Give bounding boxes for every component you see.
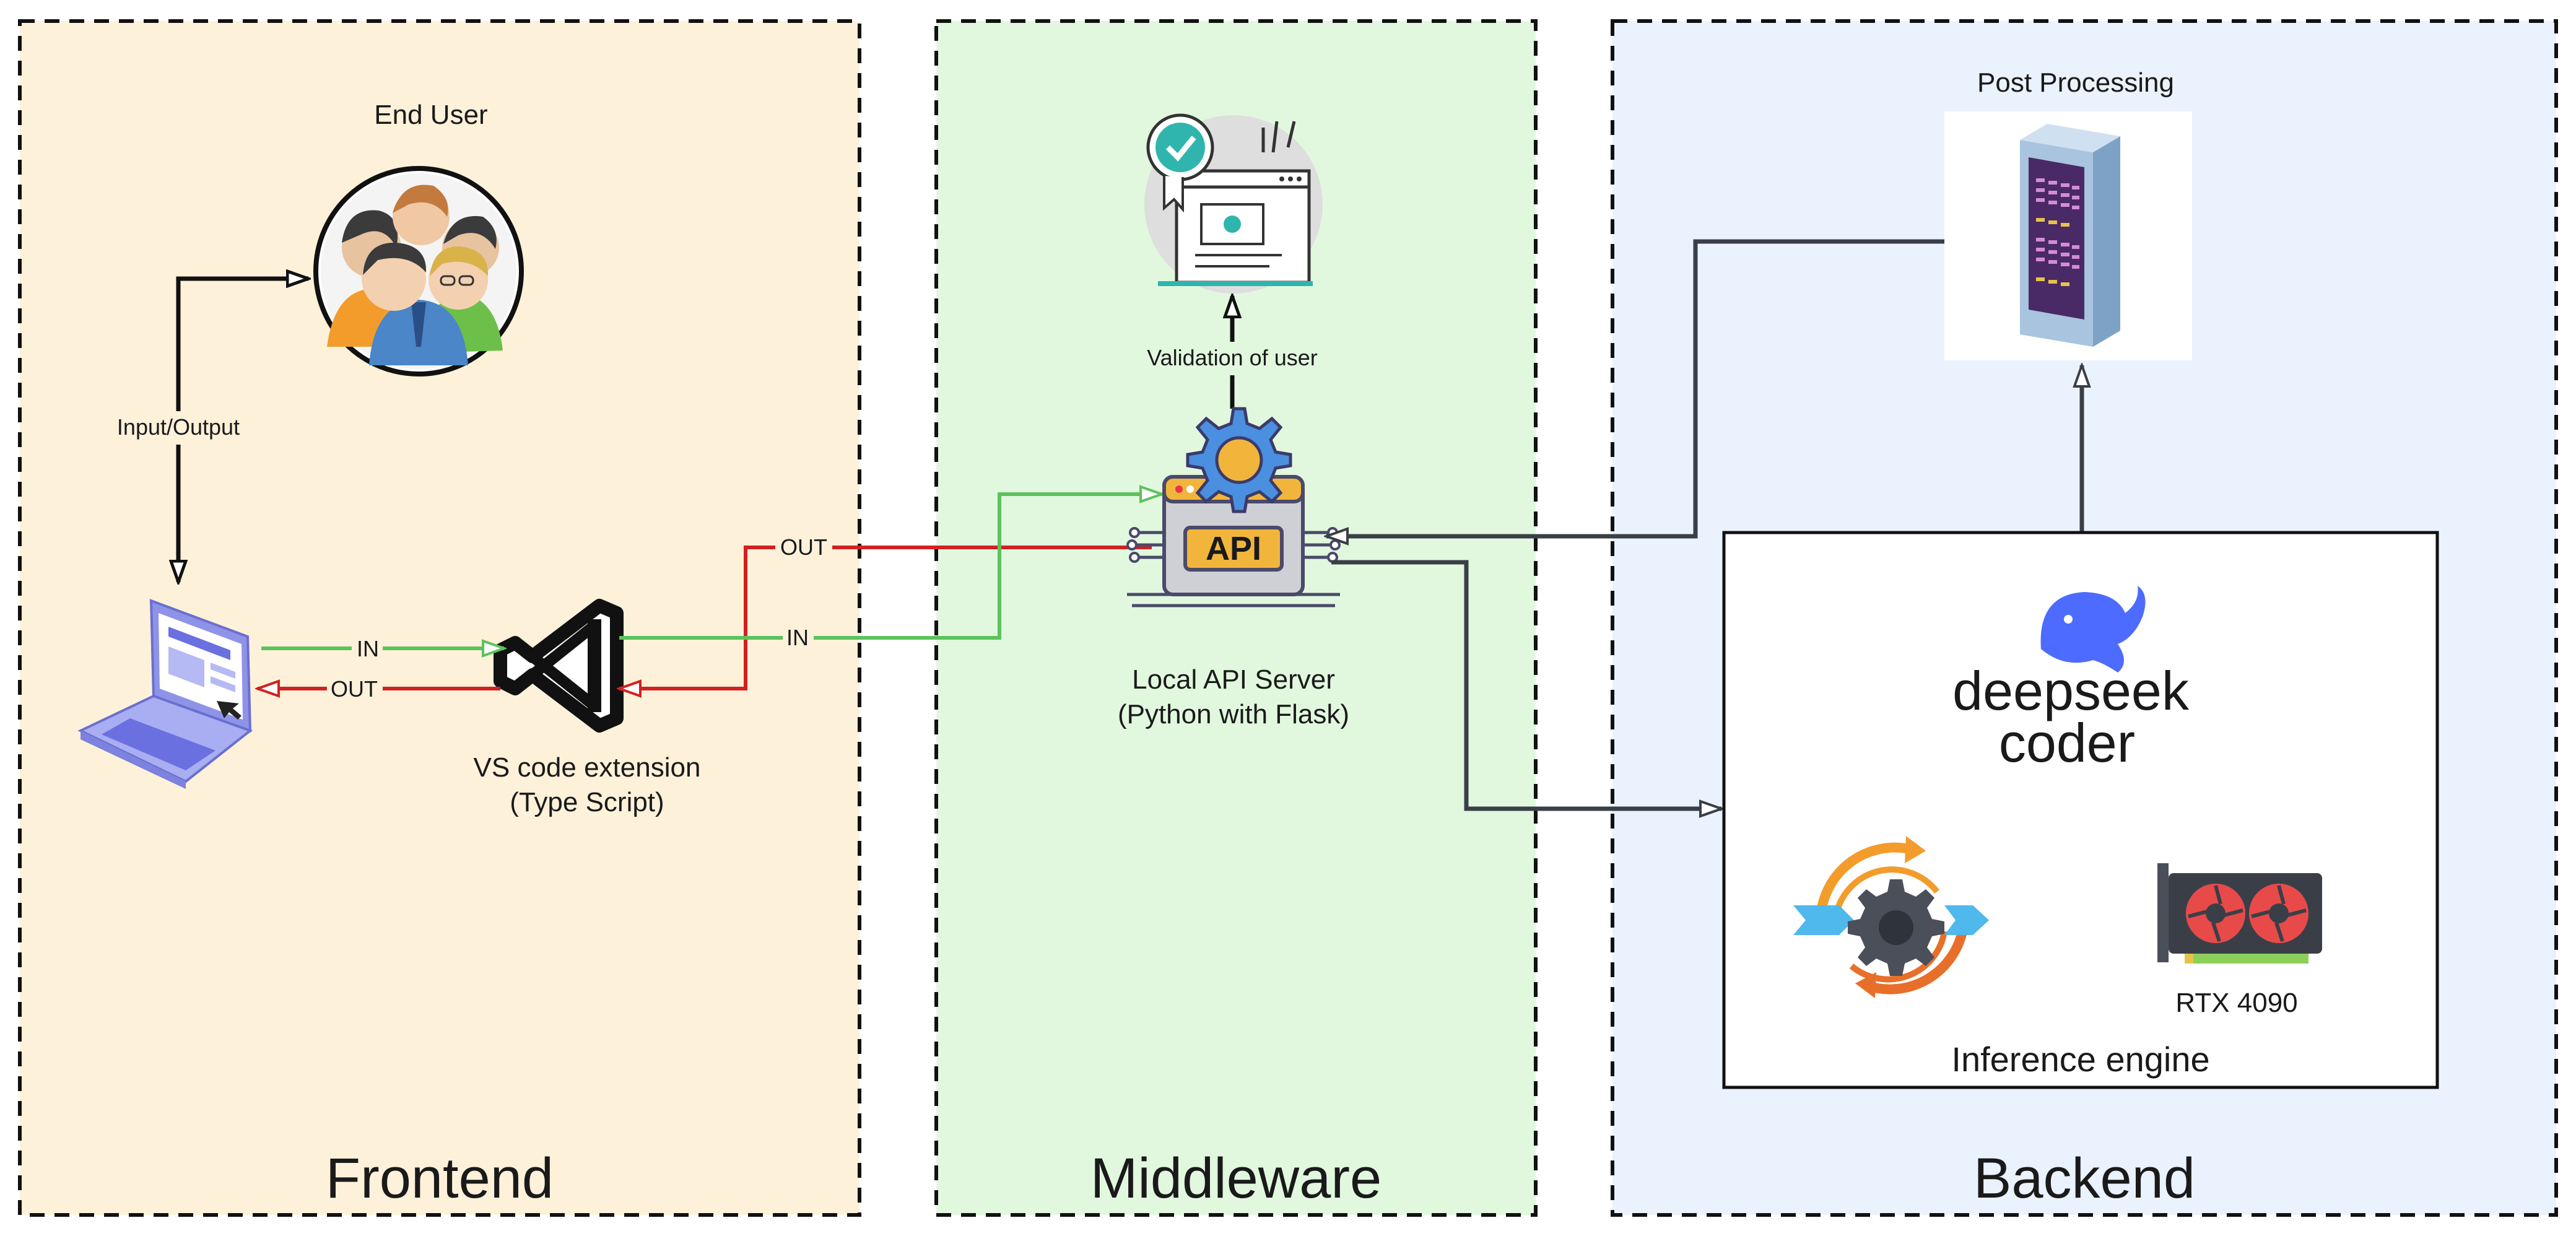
gear-icon [1186,407,1292,513]
api-to-engine-connector [1331,560,1721,809]
vscode-label-1: VS code extension [474,752,701,783]
laptop-in-connector: IN [261,635,504,661]
vscode-in-connector: IN [619,494,1162,651]
deepseek-line2: coder [1999,712,2135,773]
end-user-label: End User [374,100,487,130]
server-rack-icon [1944,111,2192,360]
post-processing-label: Post Processing [1977,67,2174,98]
backend-title: Backend [1973,1147,2195,1210]
middleware-zone: Middleware [934,19,1538,1217]
frontend-title: Frontend [326,1147,554,1210]
api-badge-text: API [1206,530,1261,567]
vscode-out-connector: OUT [619,534,1152,689]
laptop-out-connector: OUT [258,676,500,702]
gpu-label: RTX 4090 [2175,988,2297,1018]
vscode-out-label: OUT [780,534,827,560]
laptop-in-label: IN [357,636,379,661]
postprocessing-to-api-connector [1326,239,1944,536]
laptop-out-label: OUT [331,676,378,702]
validation-label: Validation of user [1147,345,1318,370]
io-label: Input/Output [117,414,240,440]
middleware-title: Middleware [1090,1147,1382,1210]
server-label-1: Local API Server [1132,664,1335,695]
vscode-in-label: IN [786,625,809,650]
processing-cycle-icon [1793,836,1989,998]
validation-connector: Validation of user [1143,296,1321,409]
whale-icon [2040,586,2146,672]
validation-certificate-icon [1144,113,1323,294]
vscode-label-2: (Type Script) [510,787,664,817]
deepseek-line1: deepseek [1952,660,2190,721]
laptop-icon [77,599,253,789]
io-connector: Input/Output [111,279,308,582]
server-label-2: (Python with Flask) [1118,699,1349,729]
users-icon [313,166,524,376]
engine-label: Inference engine [1951,1040,2209,1079]
gpu-icon [2157,863,2322,964]
